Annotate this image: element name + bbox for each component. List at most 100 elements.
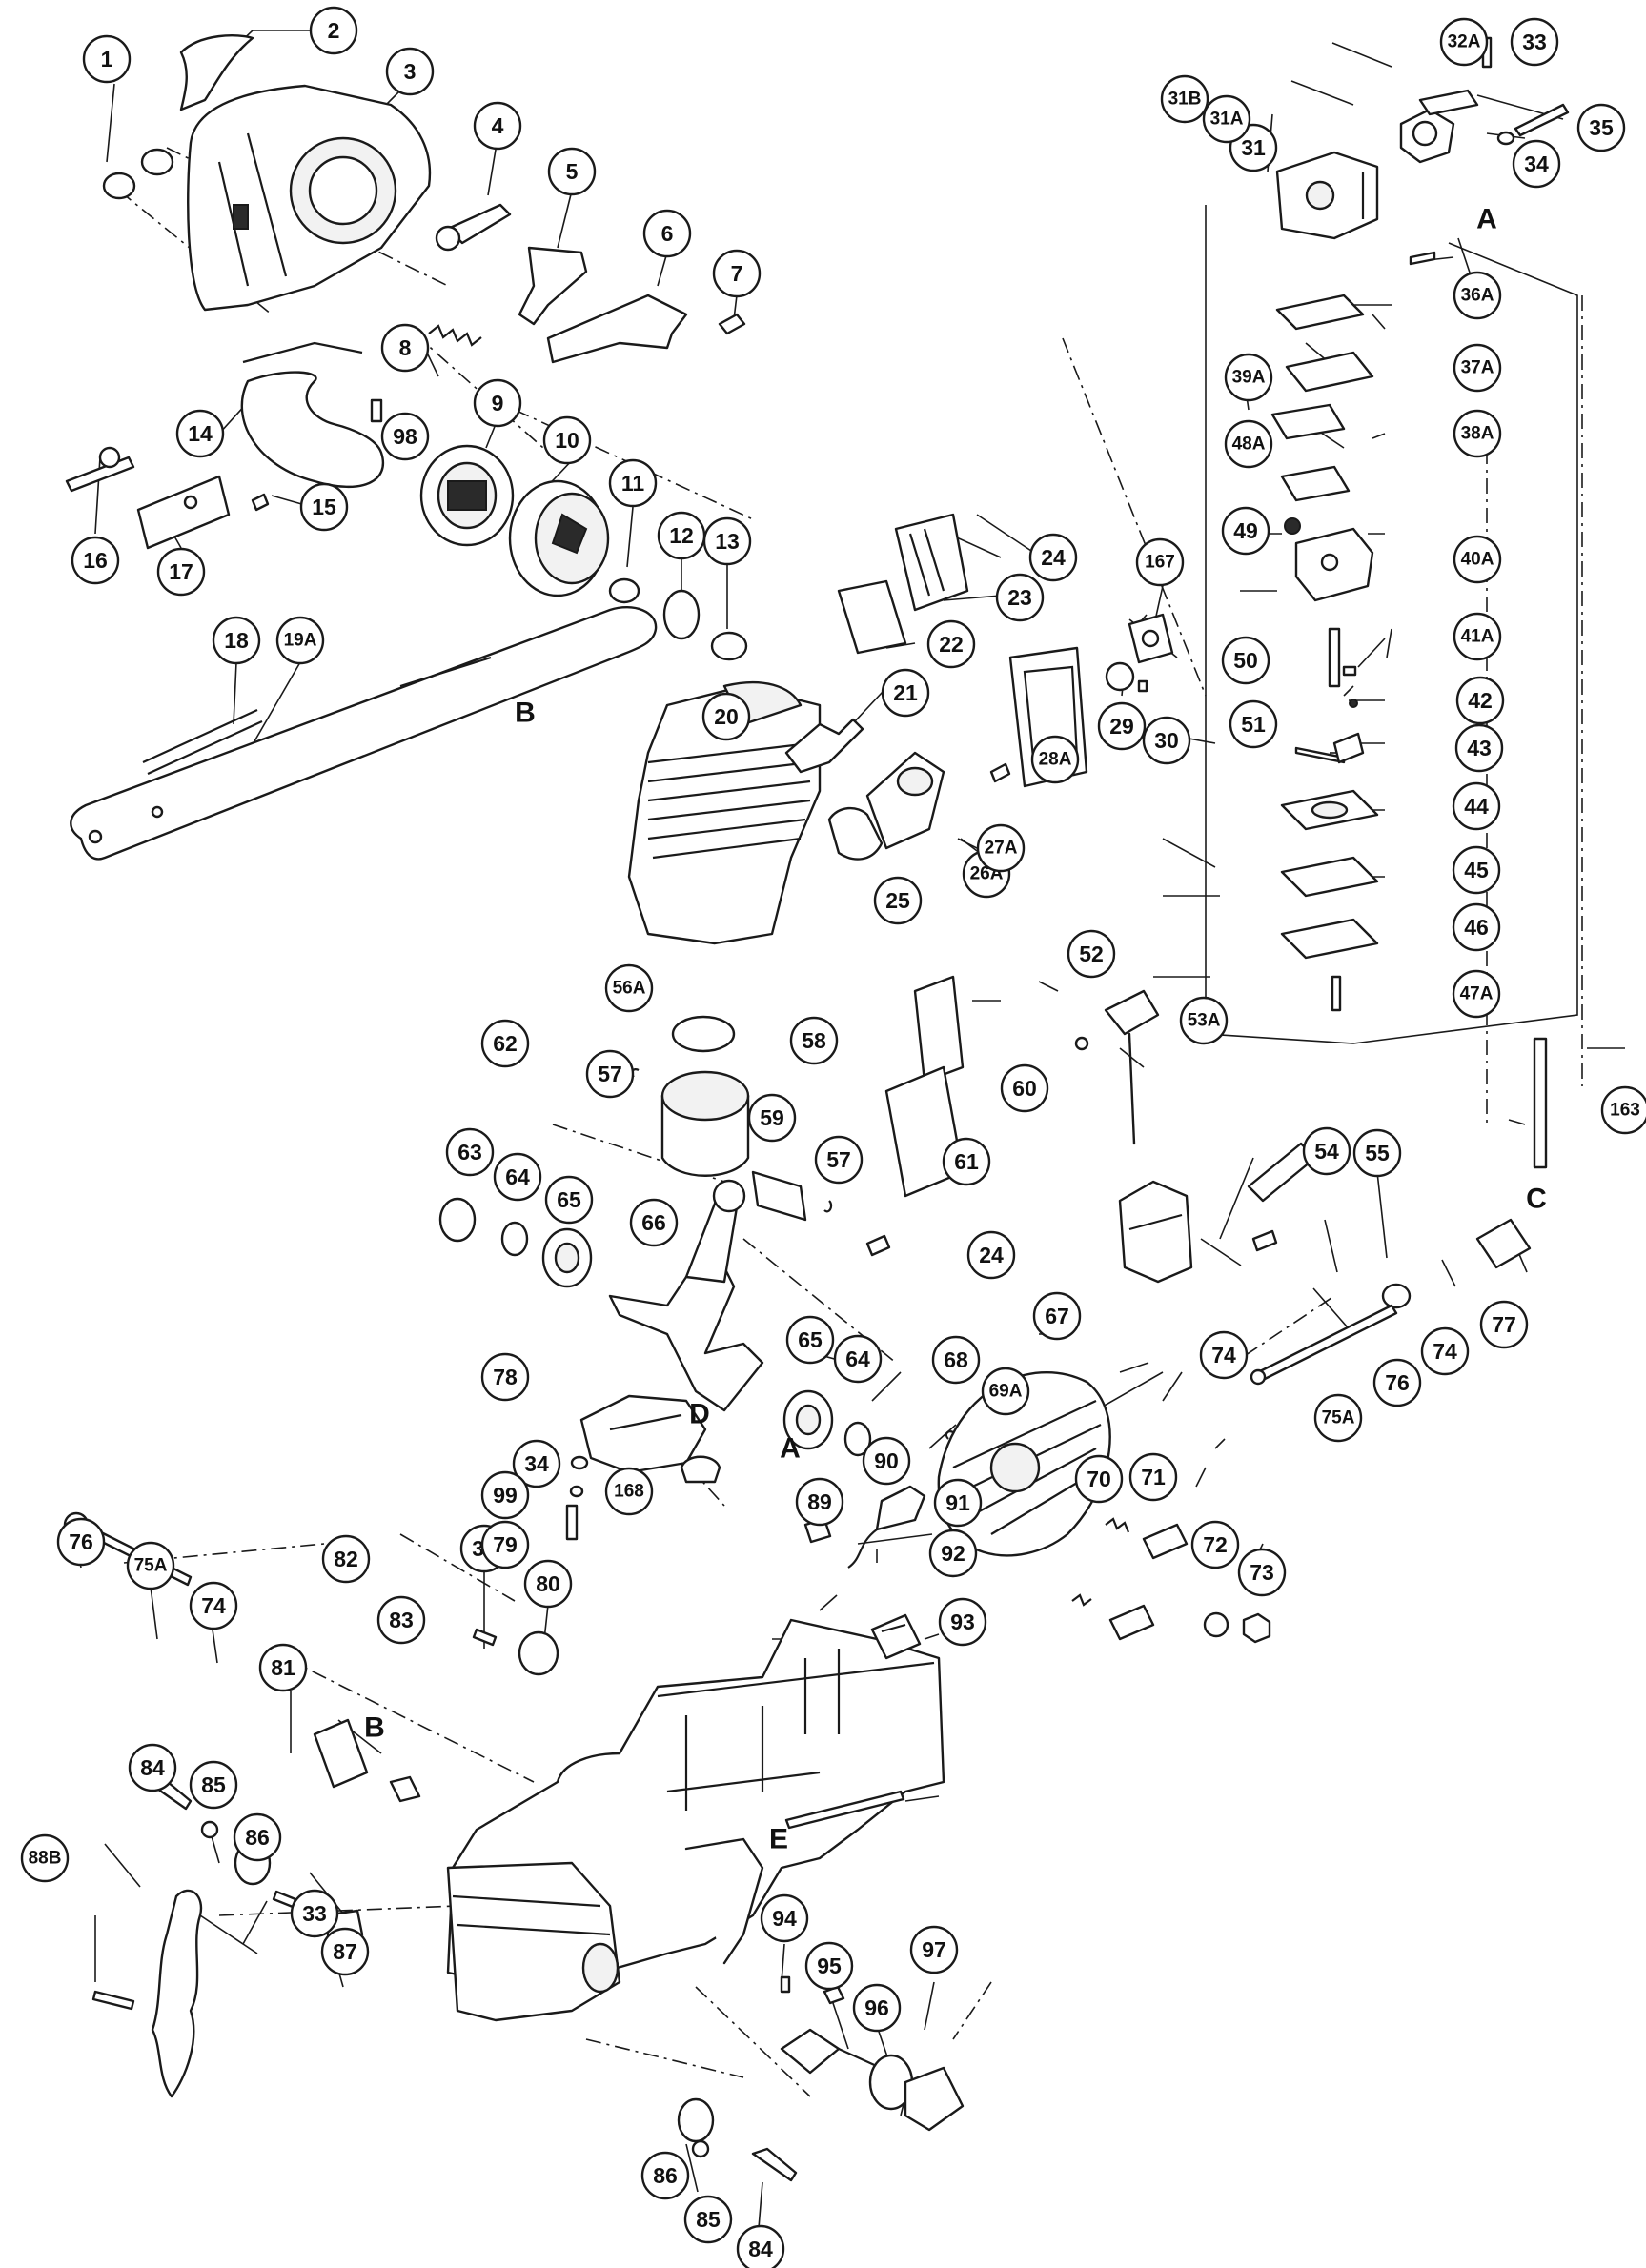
callout-40A: 40A	[1453, 535, 1502, 584]
callout-circle	[128, 1743, 177, 1792]
crankshaft	[608, 1266, 764, 1412]
callout-circle	[1074, 1454, 1124, 1504]
callout-circle	[1453, 271, 1502, 320]
callout-1: 1	[82, 34, 132, 84]
callout-89: 89	[795, 1477, 844, 1527]
callout-label: 74	[201, 1593, 226, 1618]
callout-label: 40A	[1461, 550, 1494, 570]
callout-label: 31	[1241, 135, 1266, 160]
callout-62: 62	[480, 1019, 530, 1068]
callout-label: 167	[1145, 553, 1175, 573]
callout-circle	[321, 1534, 371, 1584]
callout-33c: 33	[290, 1889, 339, 1938]
callout-circle	[881, 668, 930, 718]
callout-label: 72	[1203, 1532, 1228, 1557]
callout-label: 34	[1524, 152, 1549, 176]
callout-9: 9	[473, 378, 522, 428]
callout-circle	[380, 323, 430, 373]
callout-57a: 57	[585, 1049, 635, 1099]
cylinder	[627, 684, 822, 945]
callout-44: 44	[1452, 781, 1501, 831]
callout-label: 76	[69, 1529, 93, 1554]
callout-circle	[473, 101, 522, 151]
gasket-48A	[1280, 465, 1351, 502]
callout-label: 74	[1211, 1343, 1236, 1367]
callout-label: 93	[950, 1610, 975, 1634]
buffer-80	[518, 1630, 559, 1676]
callout-circle	[785, 1315, 835, 1365]
callout-label: 64	[845, 1347, 870, 1371]
callout-circle	[523, 1559, 573, 1609]
callout-76a: 76	[1372, 1358, 1422, 1407]
plug-cap	[1104, 989, 1160, 1036]
callout-label: 55	[1365, 1141, 1390, 1165]
callout-circle	[480, 1520, 530, 1569]
callout-label: 13	[715, 529, 740, 554]
reference-letter-B1: B	[515, 698, 536, 729]
callout-circle	[1372, 1358, 1422, 1407]
callout-circle	[795, 1477, 844, 1527]
callout-88B: 88B	[20, 1833, 70, 1883]
callout-circle	[1190, 1520, 1240, 1569]
callout-circle	[640, 2151, 690, 2200]
callout-99: 99	[480, 1470, 530, 1520]
handle-body	[446, 1861, 621, 2022]
callout-circle	[299, 482, 349, 532]
callout-86b: 86	[640, 2151, 690, 2200]
callout-167: 167	[1135, 537, 1185, 587]
callout-52: 52	[1067, 929, 1116, 979]
washer-12	[662, 589, 701, 640]
callout-circle	[1067, 929, 1116, 979]
chain-catcher-plate	[179, 34, 254, 111]
callout-75Ab: 75A	[126, 1541, 175, 1590]
callout-4: 4	[473, 101, 522, 151]
callout-circle	[1160, 74, 1209, 124]
callout-12: 12	[657, 511, 706, 560]
callout-85b: 85	[683, 2195, 733, 2244]
choke-lever	[1418, 89, 1479, 116]
callout-label: 49	[1233, 518, 1258, 543]
callout-circle	[1352, 1128, 1402, 1178]
callout-circle	[1452, 969, 1501, 1019]
callout-23: 23	[995, 573, 1045, 622]
callout-circle	[909, 1925, 959, 1974]
callout-label: 6	[661, 221, 674, 246]
callout-label: 163	[1610, 1101, 1640, 1121]
callout-91: 91	[933, 1478, 983, 1528]
callout-label: 19A	[284, 631, 317, 651]
callout-label: 81	[271, 1655, 295, 1680]
gear-63	[438, 1197, 477, 1243]
nut-1-a	[102, 172, 136, 200]
callout-53A: 53A	[1179, 996, 1229, 1045]
callout-35: 35	[1576, 103, 1626, 152]
callout-label: 59	[760, 1105, 784, 1130]
callout-circle	[702, 516, 752, 566]
callout-32A: 32A	[1439, 17, 1489, 67]
callout-label: 17	[169, 559, 193, 584]
callout-circle	[683, 2195, 733, 2244]
callout-circle	[1028, 533, 1078, 582]
callout-circle	[1221, 636, 1270, 685]
callout-label: 1	[101, 47, 113, 71]
callout-label: 64	[505, 1164, 530, 1189]
callout-circle	[1135, 537, 1185, 587]
callout-label: 39A	[1232, 368, 1266, 388]
callout-circle	[701, 692, 751, 741]
mount-86b	[677, 2097, 715, 2143]
callout-circle	[642, 209, 692, 258]
callout-58: 58	[789, 1016, 839, 1065]
callout-circle	[189, 1760, 238, 1810]
callout-46: 46	[1452, 902, 1501, 952]
callout-74b: 74	[1420, 1326, 1470, 1376]
callout-label: 67	[1045, 1304, 1069, 1328]
cap-168	[680, 1455, 721, 1484]
exhaust-gasket	[913, 975, 965, 1083]
callout-label: 86	[245, 1825, 270, 1850]
callout-65a: 65	[544, 1175, 594, 1225]
callout-75Aa: 75A	[1313, 1393, 1363, 1443]
callout-97: 97	[909, 1925, 959, 1974]
callout-circle	[1302, 1126, 1351, 1176]
callout-33a: 33	[1510, 17, 1559, 67]
callout-circle	[852, 1983, 902, 2033]
